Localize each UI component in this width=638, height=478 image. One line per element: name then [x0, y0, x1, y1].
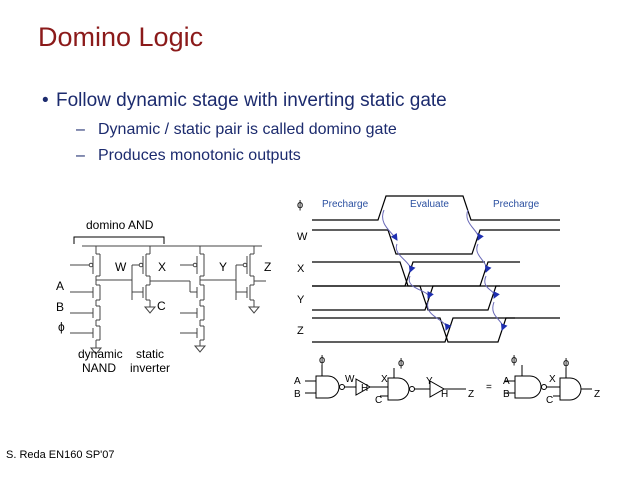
chain-phi-2: ϕ: [398, 357, 404, 369]
causality-loops: [382, 209, 508, 331]
input-a-label: A: [56, 279, 64, 293]
chain-a1: A: [294, 376, 301, 387]
input-b-label: B: [56, 300, 64, 314]
slide-title: Domino Logic: [38, 22, 204, 52]
label-domino-and: domino AND: [86, 218, 154, 232]
label-nand: NAND: [82, 361, 116, 375]
chain-phi-1: ϕ: [319, 354, 325, 366]
main-bullet-text: Follow dynamic stage with inverting stat…: [56, 90, 447, 111]
sub-bullet-2: – Produces monotonic outputs: [76, 147, 301, 165]
chain-z1: Z: [468, 389, 474, 400]
node-y-label: Y: [219, 260, 227, 274]
dash-marker: –: [76, 121, 85, 138]
chain-h1: H: [361, 383, 368, 394]
timing-y-label: Y: [297, 294, 305, 306]
node-w-label: W: [115, 260, 127, 274]
sub-bullet-1: – Dynamic / static pair is called domino…: [76, 121, 397, 139]
timing-x-label: X: [297, 263, 305, 275]
dash-marker: –: [76, 147, 85, 164]
phase-precharge-1: Precharge: [322, 199, 369, 210]
chain-c2: C: [546, 395, 553, 406]
label-dynamic: dynamic: [78, 347, 123, 361]
chain-h2: H: [441, 389, 448, 400]
bullet-marker: •: [42, 90, 49, 111]
main-bullet: • Follow dynamic stage with inverting st…: [42, 90, 447, 112]
node-x-label: X: [158, 260, 166, 274]
timing-phi-label: ϕ: [297, 199, 303, 211]
x-waveform: [312, 261, 520, 287]
phi-waveform: [312, 195, 560, 221]
domino-circuit-diagram: [70, 236, 266, 355]
chain-c1: C: [375, 395, 382, 406]
chain-phi-3: ϕ: [511, 354, 517, 366]
sub-bullet-text: Dynamic / static pair is called domino g…: [98, 121, 397, 138]
node-z-label: Z: [264, 260, 271, 274]
chain-b2: B: [503, 389, 510, 400]
sub-bullet-text: Produces monotonic outputs: [98, 147, 301, 164]
z-waveform: [312, 317, 560, 343]
y-waveform: [312, 285, 560, 311]
input-phi-label: ϕ: [58, 320, 65, 334]
label-inverter: inverter: [130, 361, 170, 375]
node-c-label: C: [157, 299, 166, 313]
z-waveform-rise: [312, 317, 515, 343]
chain-z2: Z: [594, 389, 600, 400]
chain-a2: A: [503, 376, 510, 387]
y-waveform-rise: [312, 285, 500, 311]
chain-b1: B: [294, 389, 301, 400]
timing-diagram: [312, 195, 560, 343]
chain-w: W: [345, 374, 355, 385]
phase-precharge-2: Precharge: [493, 199, 540, 210]
x-waveform-rise: [312, 261, 485, 287]
chain-x1: X: [381, 374, 388, 385]
chain-phi-4: ϕ: [563, 357, 569, 369]
chain-x2: X: [549, 374, 556, 385]
phase-evaluate: Evaluate: [410, 199, 449, 210]
timing-w-label: W: [297, 231, 308, 243]
label-static: static: [136, 347, 164, 361]
chain-equals: =: [486, 382, 492, 393]
gate-chain-diagram: [305, 365, 592, 401]
w-waveform: [312, 229, 560, 255]
footer-text: S. Reda EN160 SP'07: [6, 449, 115, 461]
timing-z-label: Z: [297, 325, 304, 337]
chain-y: Y: [426, 376, 433, 387]
